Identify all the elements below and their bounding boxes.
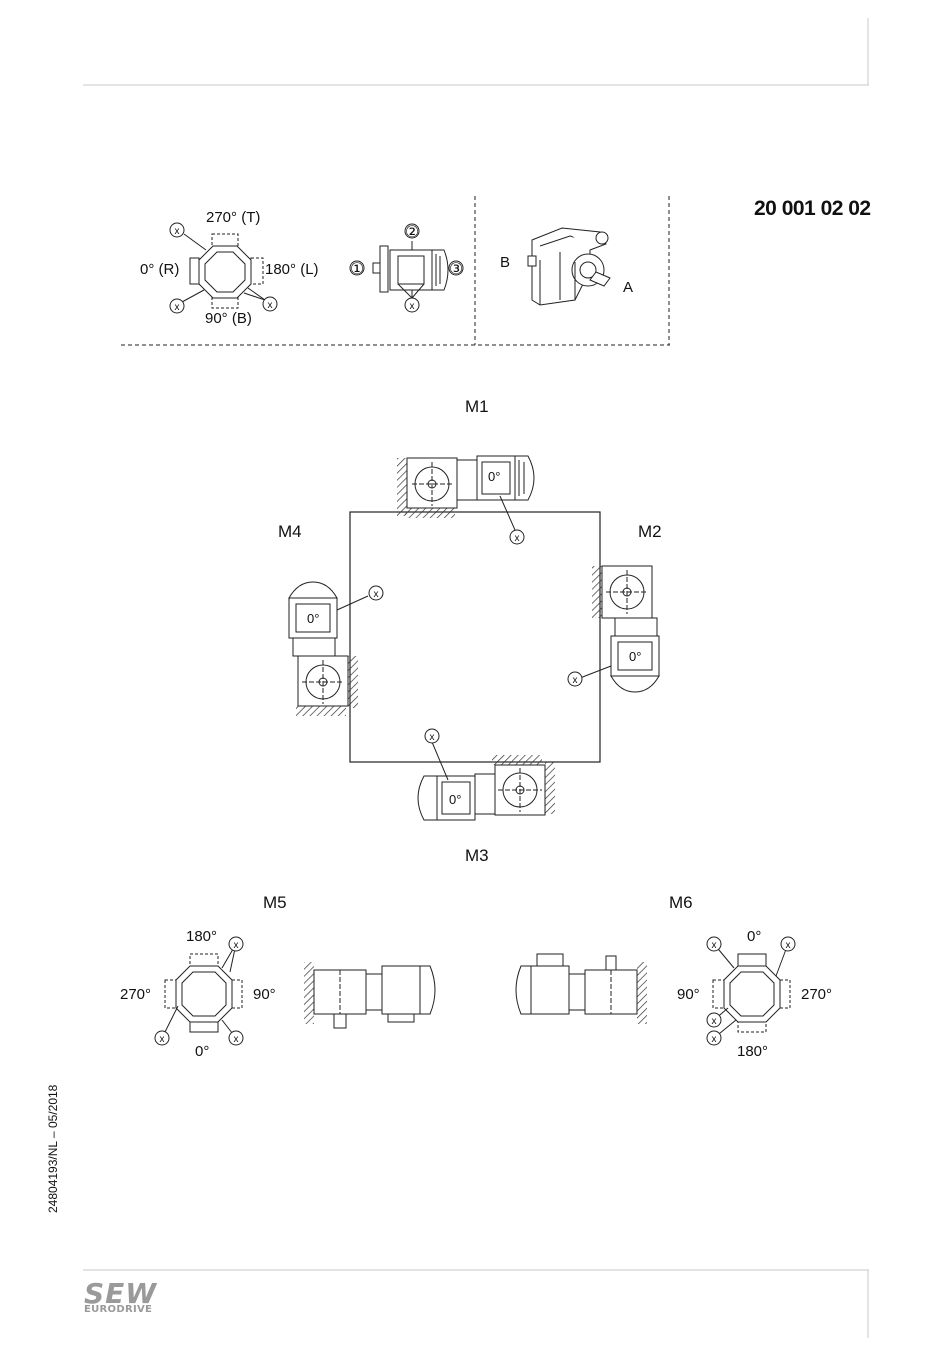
m5-angle-top: 180° <box>186 929 217 944</box>
m3-terminal-angle: 0° <box>449 793 461 806</box>
x-marker: x <box>175 302 180 313</box>
logo-subtitle: EURODRIVE <box>84 1304 157 1315</box>
gearmotor-m3 <box>418 742 555 820</box>
x-marker: x <box>712 940 717 951</box>
sew-eurodrive-logo: SEW EURODRIVE <box>84 1282 157 1315</box>
mounting-surface-square <box>350 512 600 762</box>
shaft-side-b: B <box>500 255 510 270</box>
x-marker: x <box>175 226 180 237</box>
terminal-box-positions-diagram <box>182 234 265 308</box>
terminal-position-bottom: 90° (B) <box>205 311 252 326</box>
cable-entry-3: ③ <box>449 259 463 278</box>
mounting-position-m1: M1 <box>465 398 489 415</box>
m5-side-view <box>304 962 435 1028</box>
mounting-position-m2: M2 <box>638 523 662 540</box>
gearmotor-m4 <box>289 582 368 716</box>
terminal-position-top: 270° (T) <box>206 210 260 225</box>
x-marker: x <box>268 300 273 311</box>
m6-side-view <box>516 954 647 1024</box>
m5-angle-bottom: 0° <box>195 1044 209 1059</box>
x-marker: x <box>234 940 239 951</box>
x-marker: x <box>712 1016 717 1027</box>
m5-angle-left: 270° <box>120 987 151 1002</box>
mounting-position-m3: M3 <box>465 847 489 864</box>
shaft-side-a: A <box>623 280 633 295</box>
cable-entry-2: ② <box>405 222 419 241</box>
x-marker: x <box>515 533 520 544</box>
mounting-position-m4: M4 <box>278 523 302 540</box>
terminal-position-right: 180° (L) <box>265 262 319 277</box>
m6-angle-left: 90° <box>677 987 700 1002</box>
m1-terminal-angle: 0° <box>488 470 500 483</box>
x-marker-icons-square <box>369 530 582 743</box>
mounting-position-m6: M6 <box>669 894 693 911</box>
x-marker: x <box>374 589 379 600</box>
x-marker-letters: x x x x x x x x x x x x x x x <box>160 226 791 1045</box>
page-frame <box>83 18 869 1338</box>
cable-entry-diagram <box>373 241 448 298</box>
x-marker: x <box>786 940 791 951</box>
document-code: 24804193/NL – 05/2018 <box>46 1085 60 1213</box>
x-marker: x <box>573 675 578 686</box>
logo-wordmark: SEW <box>84 1282 157 1306</box>
m6-angle-bottom: 180° <box>737 1044 768 1059</box>
m6-end-view <box>713 944 790 1038</box>
gearmotor-m1 <box>397 456 534 530</box>
x-marker: x <box>160 1034 165 1045</box>
m4-terminal-angle: 0° <box>307 612 319 625</box>
m5-angle-right: 90° <box>253 987 276 1002</box>
x-marker: x <box>410 301 415 312</box>
x-marker: x <box>234 1034 239 1045</box>
m6-angle-top: 0° <box>747 929 761 944</box>
cable-entry-1: ① <box>350 259 364 278</box>
m5-end-view <box>162 944 242 1038</box>
m2-terminal-angle: 0° <box>629 650 641 663</box>
isometric-gear-unit <box>528 228 610 305</box>
m6-angle-right: 270° <box>801 987 832 1002</box>
x-marker: x <box>712 1034 717 1045</box>
gearmotor-m2 <box>580 566 659 692</box>
mounting-position-m5: M5 <box>263 894 287 911</box>
terminal-position-left: 0° (R) <box>140 262 179 277</box>
drawing-number: 20 001 02 02 <box>754 197 871 221</box>
x-marker: x <box>430 732 435 743</box>
